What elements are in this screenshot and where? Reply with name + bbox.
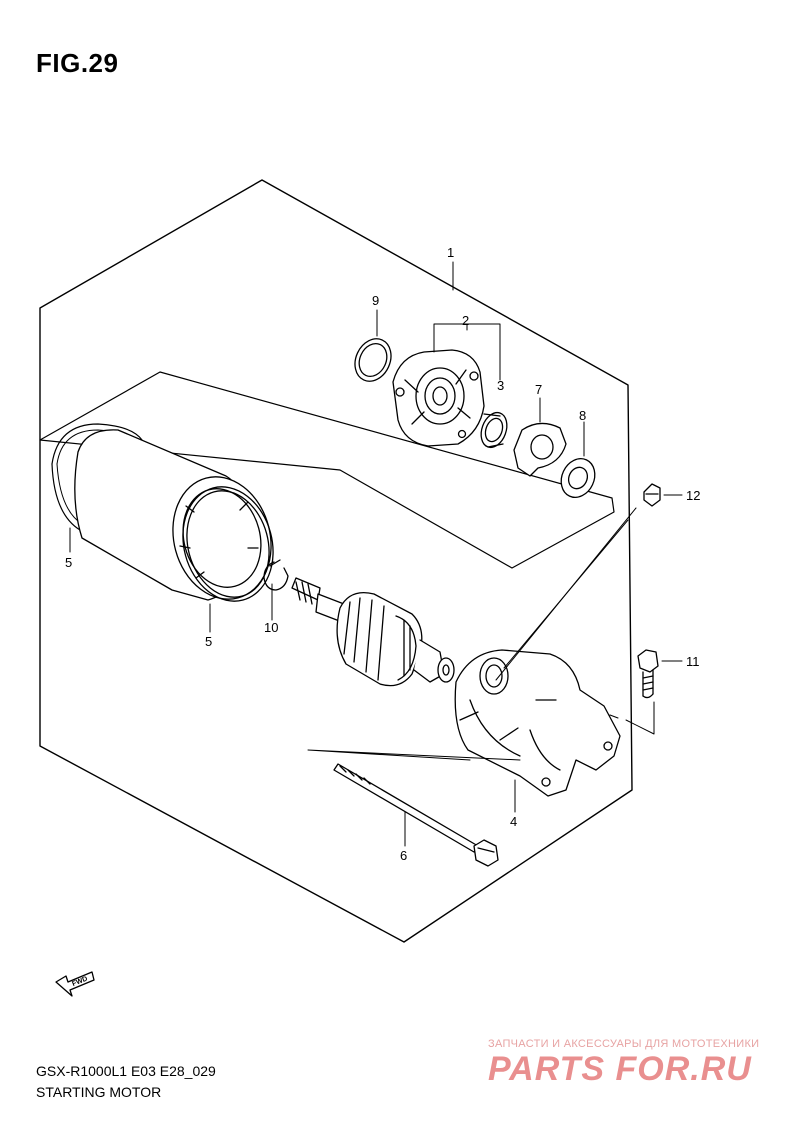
assembly-boundary — [39, 179, 633, 943]
callout-5-left: 5 — [65, 555, 72, 570]
part-5-o-ring-right — [182, 486, 274, 602]
part-9-o-ring — [354, 338, 392, 382]
callout-7: 7 — [535, 382, 542, 397]
motor-yoke-housing — [74, 429, 272, 601]
armature — [291, 577, 455, 687]
part-11-bolt — [637, 649, 659, 699]
part-10-circlip — [263, 559, 289, 591]
callout-8: 8 — [579, 408, 586, 423]
callout-2: 2 — [462, 313, 469, 328]
watermark-tagline: ЗАПЧАСТИ И АКСЕССУАРЫ ДЛЯ МОТОТЕХНИКИ — [488, 1038, 760, 1050]
leader-lines — [69, 261, 683, 847]
part-2-bracket — [392, 349, 485, 447]
callout-5-right: 5 — [205, 634, 212, 649]
fwd-arrow-icon: FWD — [55, 971, 95, 997]
footer-diagram-name: STARTING MOTOR — [36, 1084, 162, 1100]
callout-10: 10 — [264, 620, 278, 635]
callout-1: 1 — [447, 245, 454, 260]
callout-9: 9 — [372, 293, 379, 308]
callout-4: 4 — [510, 814, 517, 829]
callout-11: 11 — [686, 654, 700, 669]
part-7-lock-plate — [513, 422, 567, 477]
part-4-end-housing — [454, 649, 621, 797]
callout-labels: 1 2 3 4 5 5 6 7 8 9 10 11 12 — [65, 245, 700, 863]
callout-12: 12 — [686, 488, 700, 503]
part-3-seal — [480, 411, 508, 449]
part-6-through-bolt — [333, 763, 499, 867]
part-8-washer — [560, 458, 596, 498]
footer-model-code: GSX-R1000L1 E03 E28_029 — [36, 1063, 216, 1079]
watermark-brand: PARTS FOR.RU — [488, 1050, 752, 1088]
armature-group-boundary — [39, 371, 615, 569]
part-12-plug — [643, 483, 661, 507]
callout-6: 6 — [400, 848, 407, 863]
figure-title: FIG.29 — [36, 48, 119, 78]
callout-3: 3 — [497, 378, 504, 393]
